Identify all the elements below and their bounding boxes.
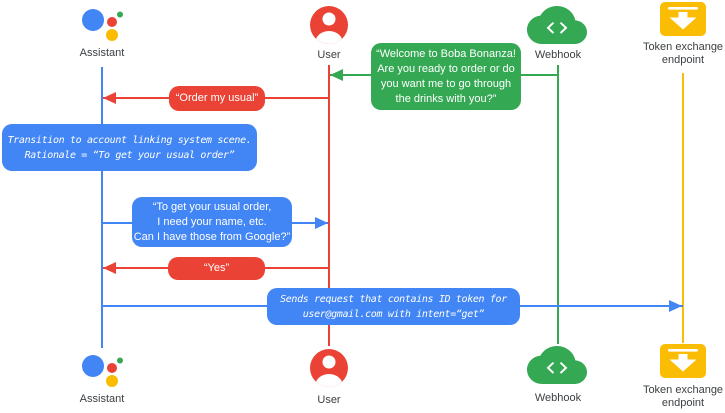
order-text: “Order my usual”: [175, 92, 259, 104]
welcome-arrowhead-icon: [330, 69, 343, 81]
webhook-icon: [527, 6, 587, 44]
webhook-icon: [527, 346, 587, 384]
ask-info-line-1: “To get your usual order,: [152, 200, 272, 213]
transition-note: Transition to account linking system sce…: [2, 124, 257, 171]
assistant-label-top: Assistant: [79, 47, 125, 59]
transition-line-1: Transition to account linking system sce…: [7, 134, 252, 146]
user-icon: [310, 349, 348, 387]
token-endpoint-lifeline: [682, 73, 684, 343]
welcome-line-2: Are you ready to order or do: [377, 62, 515, 75]
webhook-label-bottom: Webhook: [534, 392, 582, 404]
token-label-line-1: Token exchange: [642, 384, 724, 396]
yes-arrowhead-icon: [103, 262, 116, 274]
yes-bubble: “Yes”: [168, 257, 265, 280]
welcome-line-4: the drinks with you?”: [395, 92, 497, 105]
ask-info-arrowhead-icon: [315, 217, 328, 229]
order-bubble: “Order my usual”: [169, 86, 265, 111]
assistant-label-bottom: Assistant: [79, 393, 125, 405]
token-label-line-1: Token exchange: [642, 41, 724, 53]
webhook-lifeline: [557, 65, 559, 344]
send-request-arrowhead-icon: [669, 300, 682, 312]
ask-info-line-2: I need your name, etc.: [157, 215, 267, 228]
token-label-line-2: endpoint: [661, 53, 705, 66]
assistant-lifeline: [101, 67, 103, 348]
transition-line-2: Rationale = “To get your usual order”: [24, 149, 235, 161]
ask-info-bubble: “To get your usual order, I need your na…: [132, 197, 292, 247]
welcome-bubble: “Welcome to Boba Bonanza! Are you ready …: [371, 43, 521, 110]
token-label-line-2: endpoint: [661, 396, 705, 409]
send-request-note: Sends request that contains ID token for…: [267, 288, 520, 325]
user-label-bottom: User: [317, 394, 341, 406]
send-request-line-1: Sends request that contains ID token for: [280, 293, 507, 305]
token-endpoint-label-top: Token exchange endpoint: [628, 41, 725, 66]
user-icon: [310, 6, 348, 44]
token-endpoint-icon: [660, 344, 706, 378]
webhook-label-top: Webhook: [534, 49, 582, 61]
send-request-line-2: user@gmail.com with intent=“get”: [302, 308, 485, 320]
welcome-line-3: you want me to go through: [380, 77, 512, 90]
welcome-line-1: “Welcome to Boba Bonanza!: [376, 47, 516, 60]
assistant-icon: [82, 355, 123, 387]
token-endpoint-label-bottom: Token exchange endpoint: [628, 384, 725, 409]
assistant-icon: [82, 9, 123, 41]
token-endpoint-icon: [660, 2, 706, 36]
user-lifeline: [328, 65, 330, 346]
order-arrowhead-icon: [103, 92, 116, 104]
yes-text: “Yes”: [203, 262, 230, 274]
ask-info-line-3: Can I have those from Google?”: [133, 230, 291, 243]
user-label-top: User: [317, 49, 341, 61]
